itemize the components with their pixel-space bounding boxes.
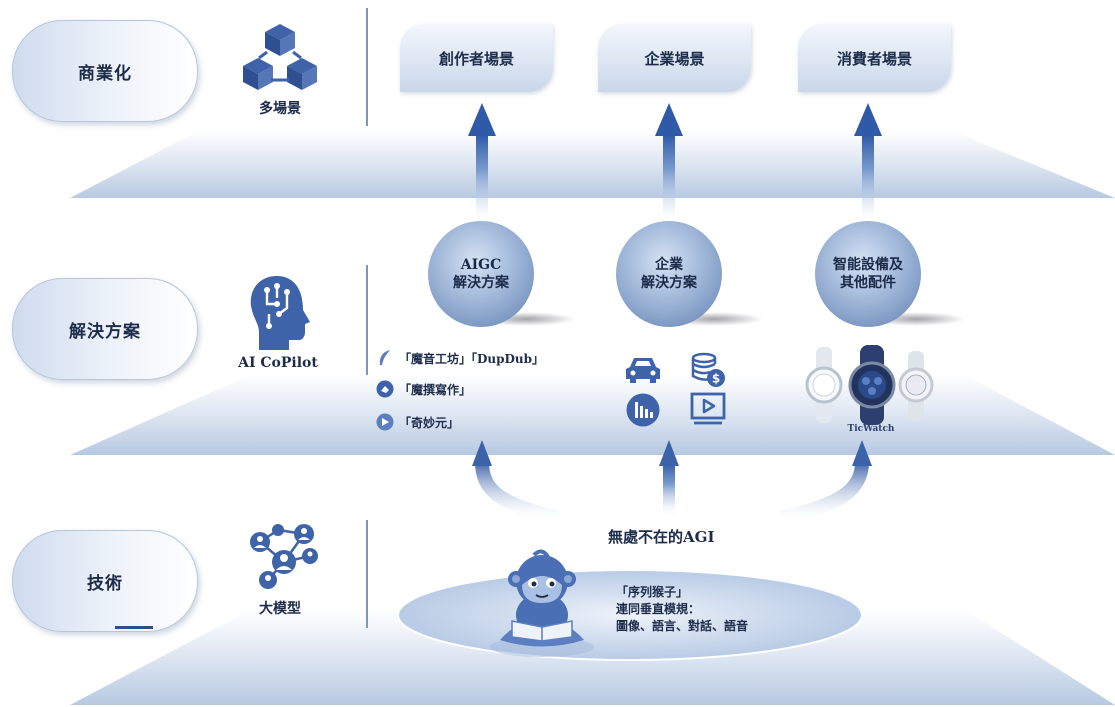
svg-text:$: $ [712, 372, 720, 386]
platform-commercial [70, 130, 1115, 198]
divider-tech [366, 520, 368, 628]
scenario-creator: 創作者場景 [400, 24, 553, 92]
layer-solution-pill: 解決方案 [12, 278, 198, 380]
solution-enterprise-line1: 企業 [655, 257, 683, 273]
model-description: 「序列猴子」 連同垂直模規： 圖像、語言、對話、語音 [616, 584, 748, 635]
scenario-consumer: 消費者場景 [798, 24, 951, 92]
scenario-creator-label: 創作者場景 [438, 49, 514, 68]
solution-device-line1: 智能設備及 [833, 257, 903, 273]
straight-arrow-center [659, 440, 679, 518]
aigc-product-mozhuan: 「魔撰寫作」 [376, 380, 471, 398]
solution-device-line2: 其他配件 [840, 275, 896, 291]
layer-tech-pill: 技術 [12, 530, 198, 632]
blocks-icon [243, 24, 317, 90]
scenario-enterprise: 企業場景 [598, 24, 751, 92]
watch-brand-label: TicWatch [847, 424, 895, 434]
layer-tech-label: 技術 [87, 573, 123, 594]
solution-aigc-line2: 解決方案 [453, 275, 509, 291]
layer-solution-label: 解決方案 [69, 321, 141, 342]
arrow-enterprise-to-enterprise [655, 103, 683, 226]
aigc-product-moyin-label: 「魔音工坊」「DupDub」 [399, 351, 545, 366]
layer-commercial-label: 商業化 [78, 63, 132, 84]
curved-arrow-right [778, 440, 872, 525]
solution-enterprise-line2: 解決方案 [641, 275, 697, 291]
coin-stack-icon: $ [691, 352, 725, 387]
aigc-product-qimiaoyuan-label: 「奇妙元」 [399, 415, 460, 430]
ai-brain-head-icon [250, 276, 310, 350]
arrow-device-to-consumer [854, 103, 882, 226]
tech-pill-underline [115, 626, 153, 629]
arrow-aigc-to-creator [468, 103, 496, 226]
video-play-icon [690, 392, 726, 425]
divider-commercial [366, 8, 368, 126]
triangle-play-icon [376, 413, 394, 431]
hand-pen-icon [376, 380, 394, 398]
watch-right [898, 351, 934, 421]
aigc-product-moyin: 「魔音工坊」「DupDub」 [376, 349, 544, 367]
layer-commercial-sublabel: 多場景 [259, 101, 301, 117]
divider-solution [366, 265, 368, 375]
aigc-product-mozhuan-label: 「魔撰寫作」 [399, 382, 472, 397]
layer-solution-sublabel: AI CoPilot [238, 355, 318, 371]
sequence-monkey-mascot [490, 549, 594, 657]
layer-commercial-pill: 商業化 [12, 20, 198, 122]
model-line2: 連同垂直模規： [616, 602, 701, 616]
scenario-consumer-label: 消費者場景 [836, 49, 912, 68]
aigc-product-qimiaoyuan: 「奇妙元」 [376, 413, 459, 431]
solution-device: 智能設備及 其他配件 [815, 221, 921, 327]
network-people-icon [250, 524, 318, 589]
watch-center [848, 345, 896, 425]
layer-tech-sublabel: 大模型 [259, 601, 301, 617]
platform-solution [70, 375, 1115, 455]
car-icon [626, 358, 660, 383]
smartwatch-image [805, 345, 934, 425]
watch-left [805, 347, 843, 423]
model-line1: 「序列猴子」 [616, 585, 689, 599]
solution-aigc: AIGC 解決方案 [428, 221, 534, 327]
bar-chart-icon [626, 393, 660, 427]
solution-aigc-line1: AIGC [460, 257, 502, 273]
feather-icon [379, 350, 390, 365]
model-line3: 圖像、語言、對話、語音 [616, 619, 749, 633]
solution-enterprise: 企業 解決方案 [616, 221, 722, 327]
curved-arrow-left [472, 440, 562, 525]
agi-title: 無處不在的AGI [608, 528, 715, 546]
scenario-enterprise-label: 企業場景 [644, 49, 705, 68]
